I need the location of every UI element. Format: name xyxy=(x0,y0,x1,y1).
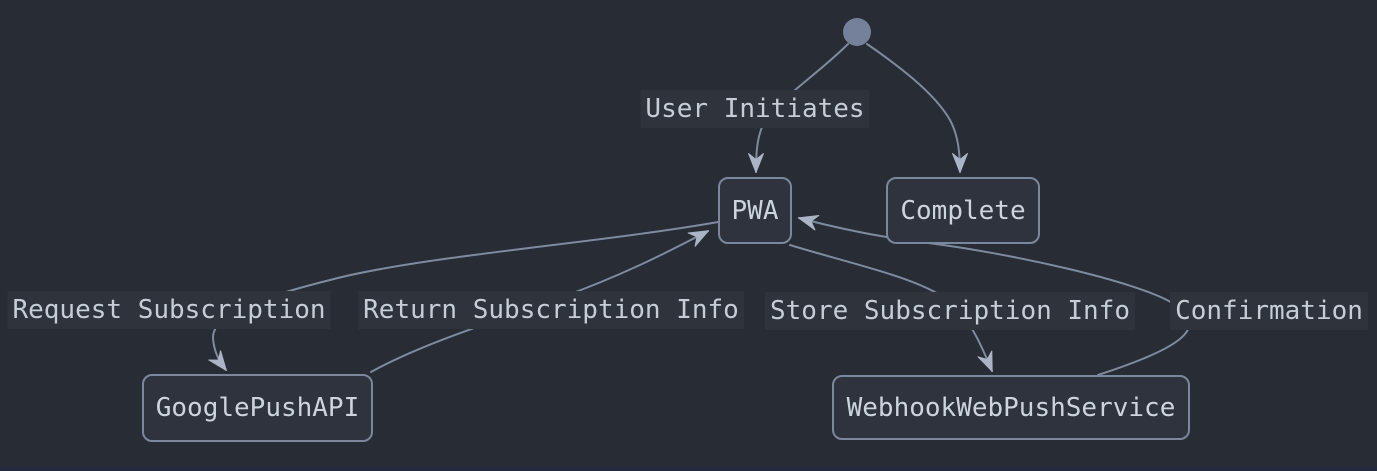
edge-label-confirmation: Confirmation xyxy=(1170,292,1368,330)
edge-label-request-subscription: Request Subscription xyxy=(7,291,331,329)
edge-label-store-subscription-info: Store Subscription Info xyxy=(764,292,1136,330)
initial-state-dot xyxy=(843,18,871,46)
state-node-webhookwebpushservice: WebhookWebPushService xyxy=(832,375,1190,440)
state-node-pwa: PWA xyxy=(718,177,792,244)
edge-pwa-to-googlepushapi xyxy=(208,221,719,371)
state-node-googlepushapi: GooglePushAPI xyxy=(142,374,373,442)
state-node-complete: Complete xyxy=(886,177,1040,244)
edge-label-return-subscription-info: Return Subscription Info xyxy=(358,291,744,329)
edge-initial-to-complete xyxy=(866,43,968,173)
edge-label-user-initiates: User Initiates xyxy=(640,90,870,128)
edge-webhookwebpushservice-to-pwa xyxy=(798,214,1191,376)
bottom-edge-strip xyxy=(0,467,1377,471)
